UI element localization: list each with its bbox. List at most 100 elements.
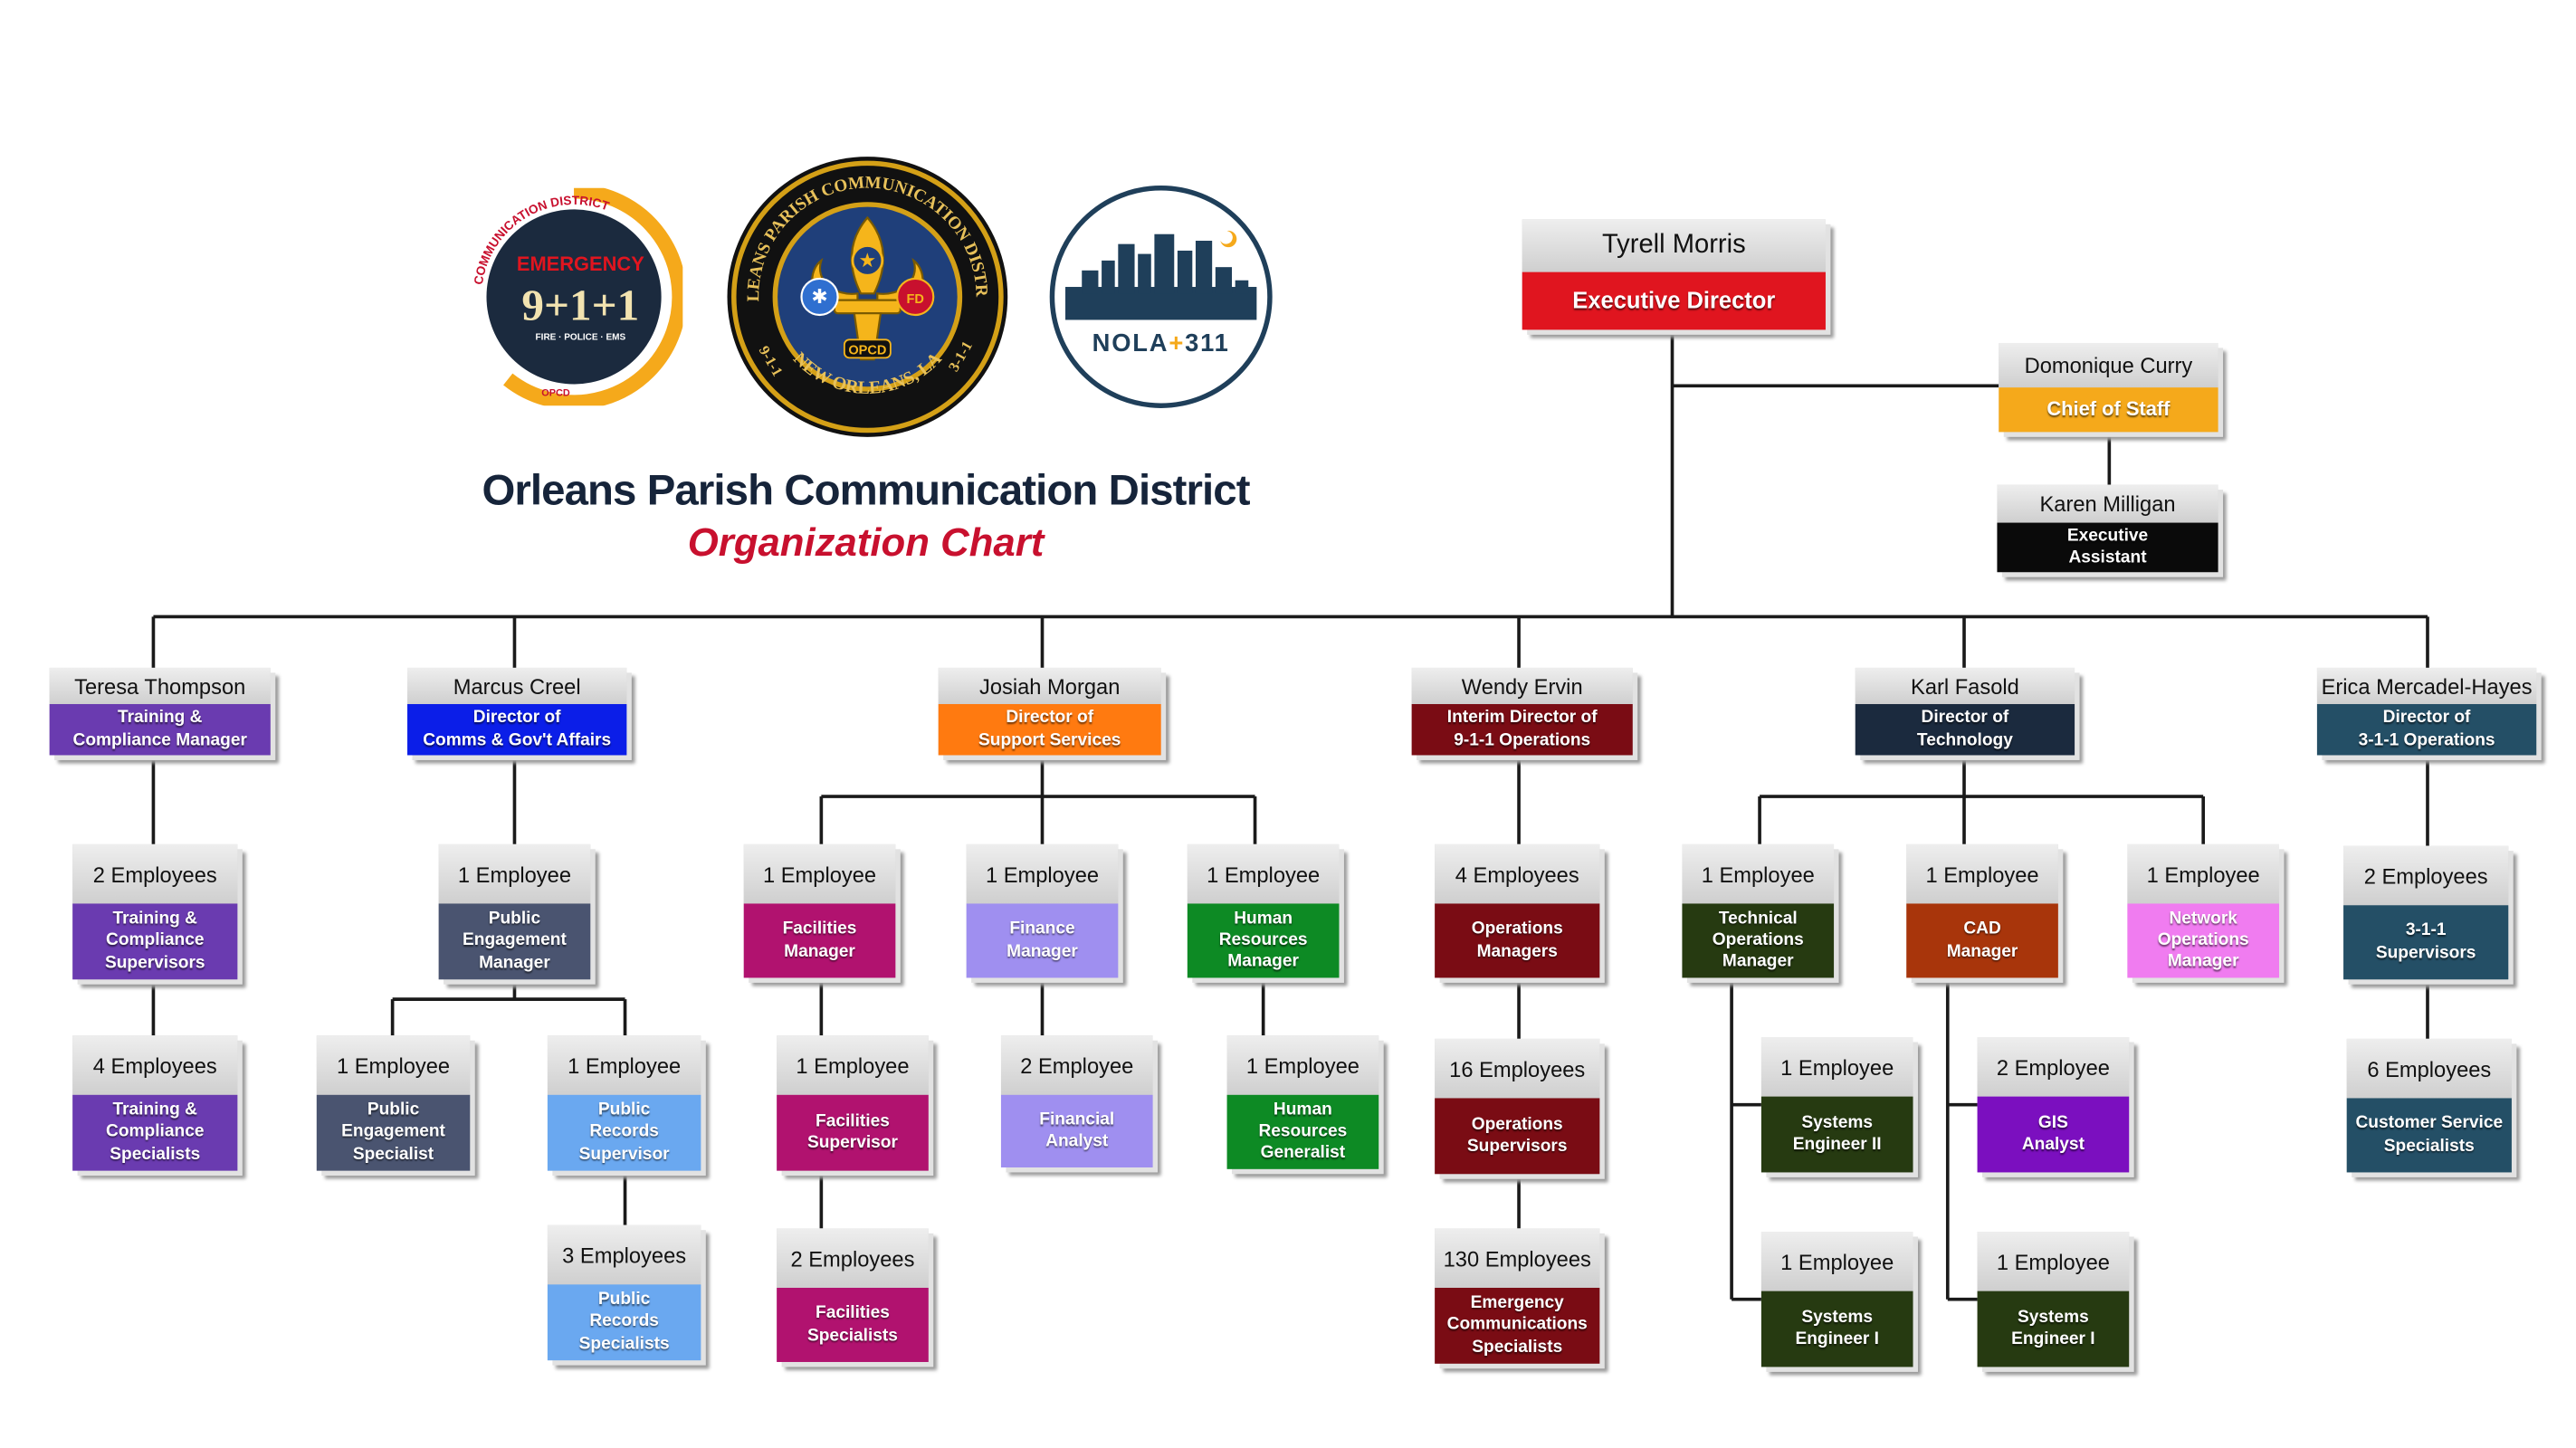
role-title: 3-1-1 Supervisors (2343, 905, 2509, 980)
role-title: Training & Compliance Manager (49, 703, 271, 756)
employee-count: 1 Employee (438, 843, 591, 904)
role-title: Director of Support Services (938, 703, 1161, 756)
employee-count: 1 Employee (1187, 843, 1340, 904)
role-title: Network Operations Manager (2127, 903, 2280, 978)
moon-icon (1220, 230, 1237, 248)
emergency-bottom-text: OPCD (541, 387, 570, 398)
employee-count: 1 Employee (1760, 1232, 1913, 1291)
role-title: CAD Manager (1906, 903, 2058, 978)
role-title: Facilities Manager (743, 903, 896, 978)
role-title: Executive Assistant (1997, 522, 2218, 573)
role-title: Facilities Supervisor (777, 1094, 929, 1171)
person-name: Wendy Ervin (1411, 667, 1633, 704)
person-name: Tyrell Morris (1522, 219, 1826, 272)
role-title: Director of Comms & Gov't Affairs (407, 703, 627, 756)
employee-count: 1 Employee (547, 1035, 701, 1095)
role-title: Public Engagement Specialist (316, 1094, 471, 1171)
role-title: Interim Director of 9-1-1 Operations (1411, 703, 1633, 756)
employee-count: 2 Employees (72, 843, 238, 904)
role-title: Training & Compliance Supervisors (72, 903, 238, 980)
employee-count: 1 Employee (966, 843, 1119, 904)
role-title: Facilities Specialists (777, 1287, 929, 1362)
role-title: Technical Operations Manager (1682, 903, 1835, 978)
fd-badge: FD (906, 292, 923, 307)
person-name: Erica Mercadel-Hayes (2316, 667, 2537, 704)
emergency-number: 9+1+1 (521, 280, 639, 329)
employee-count: 1 Employee (316, 1035, 471, 1095)
role-title: Human Resources Manager (1187, 903, 1340, 978)
employee-count: 2 Employees (777, 1228, 929, 1288)
employee-count: 130 Employees (1435, 1228, 1600, 1288)
employee-count: 1 Employee (2127, 843, 2280, 904)
employee-count: 1 Employee (1760, 1037, 1913, 1097)
employee-count: 4 Employees (1435, 843, 1600, 904)
employee-count: 1 Employee (1977, 1232, 2130, 1291)
svg-text:NOLA+311: NOLA+311 (1092, 329, 1230, 357)
ems-star-icon: ✱ (811, 286, 827, 309)
employee-count: 1 Employee (1906, 843, 2058, 904)
employee-count: 1 Employee (1682, 843, 1835, 904)
nola-311-logo: NOLA+311 (1049, 185, 1273, 408)
role-title: GIS Analyst (1977, 1096, 2130, 1173)
employee-count: 2 Employees (2343, 845, 2509, 906)
role-title: Public Engagement Manager (438, 903, 591, 980)
employee-count: 1 Employee (743, 843, 896, 904)
role-title: Customer Service Specialists (2346, 1098, 2512, 1173)
employee-count: 16 Employees (1435, 1038, 1600, 1099)
page-title: Orleans Parish Communication District (482, 464, 1250, 515)
employee-count: 4 Employees (72, 1035, 238, 1095)
opcd-badge: OPCD (848, 344, 886, 358)
employee-count: 6 Employees (2346, 1038, 2512, 1099)
role-title: Finance Manager (966, 903, 1119, 978)
role-title: Operations Supervisors (1435, 1098, 1600, 1175)
role-title: Human Resources Generalist (1226, 1094, 1379, 1169)
employee-count: 1 Employee (1226, 1035, 1379, 1095)
star-icon: ★ (859, 250, 877, 272)
nola-number: 311 (1185, 329, 1230, 357)
employee-count: 3 Employees (547, 1224, 701, 1285)
person-name: Domonique Curry (1999, 342, 2218, 388)
role-title: Training & Compliance Specialists (72, 1094, 238, 1171)
nola-text: NOLA (1092, 329, 1169, 357)
role-title: Operations Managers (1435, 903, 1600, 978)
opcd-seal-logo: ORLEANS PARISH COMMUNICATION DISTRICT NE… (726, 155, 1008, 437)
employee-count: 2 Employee (1000, 1035, 1153, 1095)
role-title: Public Records Specialists (547, 1284, 701, 1361)
nola-plus: + (1169, 329, 1185, 357)
role-title: Director of Technology (1855, 703, 2075, 756)
employee-count: 2 Employee (1977, 1037, 2130, 1097)
person-name: Josiah Morgan (938, 667, 1161, 704)
person-name: Karen Milligan (1997, 484, 2218, 523)
person-name: Teresa Thompson (49, 667, 271, 704)
employee-count: 1 Employee (777, 1035, 929, 1095)
